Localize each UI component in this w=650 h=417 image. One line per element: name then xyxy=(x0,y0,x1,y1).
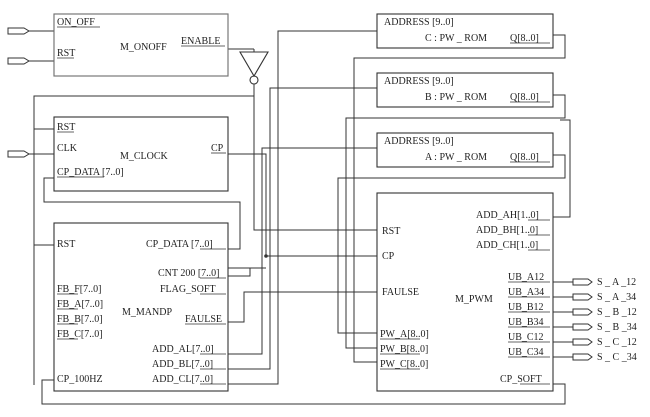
block-m-mandp: RST CP_DATA [7..0] CNT 200 [7..0] FLAG_S… xyxy=(53,222,229,392)
pwm-cp-label: CP xyxy=(382,251,395,262)
block-m-clock: RST CLK M_CLOCK CP_DATA [7..0] CP xyxy=(53,116,229,192)
pin-s-c-34 xyxy=(572,353,593,361)
clock-rst-label: RST xyxy=(57,122,75,133)
rom-c-q: Q[8..0] xyxy=(510,33,539,44)
pin-s-c-12 xyxy=(572,338,593,346)
pwm-ub-b12-label: UB_B12 xyxy=(508,302,544,313)
pwm-ub-a34-label: UB_A34 xyxy=(508,287,544,298)
pin-rst xyxy=(7,57,30,65)
mandp-flag-soft-label: FLAG_SOFT xyxy=(160,284,216,295)
m-mandp-name: M_MANDP xyxy=(122,307,172,318)
mandp-cp-data-label: CP_DATA [7..0] xyxy=(146,239,213,250)
port-on-off-label: ON_OFF xyxy=(57,17,95,28)
input-pins xyxy=(7,27,54,158)
pwm-add-ah-label: ADD_AH[1..0] xyxy=(476,210,539,221)
pin-s-a-34 xyxy=(572,293,593,301)
pin-s-b-34 xyxy=(572,323,593,331)
rom-b-name: B : PW _ ROM xyxy=(425,92,487,103)
enable-inverter xyxy=(228,48,269,96)
mandp-fb-f-label: FB_F[7..0] xyxy=(57,284,101,295)
pwm-ub-a12-label: UB_A12 xyxy=(508,272,544,283)
pwm-rst-label: RST xyxy=(382,226,400,237)
port-rst-label: RST xyxy=(57,48,75,59)
output-s-a-34: S _ A _34 xyxy=(597,292,636,303)
rom-c-address: ADDRESS [9..0] xyxy=(384,17,454,28)
output-pins: S _ A _12 S _ A _34 S _ B _12 S _ B _34 … xyxy=(553,277,637,363)
rom-c-name: C : PW _ ROM xyxy=(425,33,487,44)
pin-on-off xyxy=(7,27,30,35)
m-pwm-name: M_PWM xyxy=(455,294,493,305)
m-clock-name: M_CLOCK xyxy=(120,151,169,162)
pin-clk xyxy=(7,150,30,158)
rom-a-q: Q[8..0] xyxy=(510,152,539,163)
output-s-b-12: S _ B _12 xyxy=(597,307,637,318)
mandp-cnt200-label: CNT 200 [7..0] xyxy=(158,268,219,279)
pwm-ub-c12-label: UB_C12 xyxy=(508,332,544,343)
pwm-ub-c34-label: UB_C34 xyxy=(508,347,544,358)
mandp-add-cl-label: ADD_CL[7..0] xyxy=(152,374,213,385)
clock-cp-data-label: CP_DATA [7..0] xyxy=(57,167,124,178)
mandp-faulse-label: FAULSE xyxy=(185,314,222,325)
block-rom-a: ADDRESS [9..0] A : PW _ ROM Q[8..0] xyxy=(376,132,554,168)
port-enable-label: ENABLE xyxy=(181,36,220,47)
clock-clk-label: CLK xyxy=(57,143,78,154)
pwm-pw-a-label: PW_A[8..0] xyxy=(380,329,429,340)
wiring xyxy=(33,30,571,405)
rom-b-q: Q[8..0] xyxy=(510,92,539,103)
rom-a-address: ADDRESS [9..0] xyxy=(384,136,454,147)
pwm-add-ch-label: ADD_CH[1..0] xyxy=(476,240,538,251)
block-m-pwm: RST CP FAULSE M_PWM PW_A[8..0] PW_B[8..0… xyxy=(376,192,554,392)
inverter-bubble xyxy=(249,75,259,85)
block-rom-b: ADDRESS [9..0] B : PW _ ROM Q[8..0] xyxy=(376,72,554,108)
pin-s-b-12 xyxy=(572,308,593,316)
pwm-pw-c-label: PW_C[8..0] xyxy=(380,359,428,370)
clock-cp-label: CP xyxy=(211,143,224,154)
output-s-a-12: S _ A _12 xyxy=(597,277,636,288)
pwm-ub-b34-label: UB_B34 xyxy=(508,317,544,328)
block-rom-c: ADDRESS [9..0] C : PW _ ROM Q[8..0] xyxy=(376,13,554,49)
inverter-triangle xyxy=(239,51,269,78)
pwm-faulse-label: FAULSE xyxy=(382,287,419,298)
pwm-cp-soft-label: CP_SOFT xyxy=(500,374,542,385)
pin-s-a-12 xyxy=(572,278,593,286)
mandp-fb-c-label: FB_C[7..0] xyxy=(57,329,103,340)
m-onoff-name: M_ONOFF xyxy=(120,42,167,53)
pwm-pw-b-label: PW_B[8..0] xyxy=(380,344,428,355)
block-m-onoff: ON_OFF RST M_ONOFF ENABLE xyxy=(53,13,229,77)
mandp-add-al-label: ADD_AL[7..0] xyxy=(152,344,214,355)
rom-a-name: A : PW _ ROM xyxy=(425,152,487,163)
mandp-rst-label: RST xyxy=(57,239,75,250)
mandp-cp-100hz-label: CP_100HZ xyxy=(57,374,103,385)
pwm-add-bh-label: ADD_BH[1..0] xyxy=(476,225,538,236)
output-s-c-34: S _ C _34 xyxy=(597,352,637,363)
mandp-fb-b-label: FB_B[7..0] xyxy=(57,314,103,325)
output-s-b-34: S _ B _34 xyxy=(597,322,637,333)
mandp-fb-a-label: FB_A[7..0] xyxy=(57,299,103,310)
mandp-add-bl-label: ADD_BL[7..0] xyxy=(152,359,213,370)
rom-b-address: ADDRESS [9..0] xyxy=(384,76,454,87)
output-s-c-12: S _ C _12 xyxy=(597,337,637,348)
